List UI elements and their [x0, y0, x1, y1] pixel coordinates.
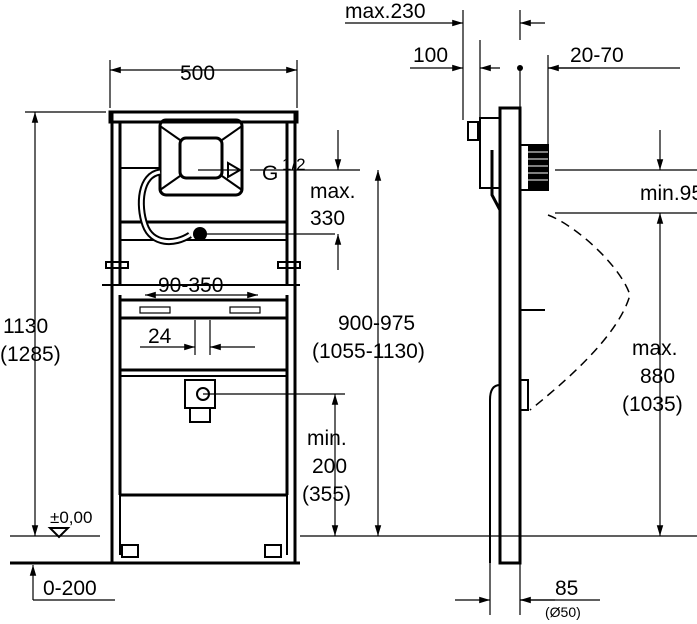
drain-connector	[184, 379, 345, 423]
inlet-max-label: max.	[310, 180, 356, 203]
outlet-range-alt-dimension: (1055-1130)	[312, 340, 425, 363]
inlet-max-value: 330	[310, 207, 345, 230]
floor-adjust-dimension: 0-200	[43, 577, 97, 600]
offset-dimension: 24	[148, 325, 172, 348]
rim-max-label: max.	[632, 337, 678, 360]
pipe-dimension: 85	[555, 577, 578, 600]
level-label: ±0,00	[50, 508, 92, 527]
rim-max-value: 880	[640, 365, 675, 388]
height-alt-dimension: (1285)	[0, 343, 61, 366]
depth-dimension: 100	[413, 44, 448, 67]
rim-max-alt: (1035)	[622, 393, 683, 416]
level-marker-icon	[47, 527, 71, 539]
drain-min-alt: (355)	[302, 483, 351, 506]
drain-min-value: 200	[312, 455, 347, 478]
connection-fraction: 1/2	[282, 155, 306, 174]
flush-plate	[528, 145, 548, 190]
urinal-outline	[529, 214, 631, 411]
min-dimension: min.95	[640, 182, 697, 205]
flush-valve	[137, 118, 335, 246]
width-dimension: 500	[180, 62, 215, 85]
spacing-dimension: 90-350	[158, 274, 223, 297]
wall-range-dimension: 20-70	[570, 44, 624, 67]
front-view: G 1/2 500 90-350 24 1130 (1285) ±0,00 0-…	[0, 60, 697, 601]
inlet-arrow-icon	[227, 161, 242, 179]
height-dimension: 1130	[3, 315, 48, 338]
connection-label: G	[262, 162, 278, 185]
depth-max-dimension: max.230	[345, 0, 426, 23]
side-view: max.230 100 20-70 min.95 max. 880 (1035)…	[345, 0, 697, 620]
wall-frame	[498, 106, 522, 565]
frame	[102, 110, 301, 563]
pipe-diameter-label: (Ø50)	[545, 604, 581, 620]
drain-min-label: min.	[307, 427, 347, 450]
outlet-range-dimension: 900-975	[338, 312, 415, 335]
